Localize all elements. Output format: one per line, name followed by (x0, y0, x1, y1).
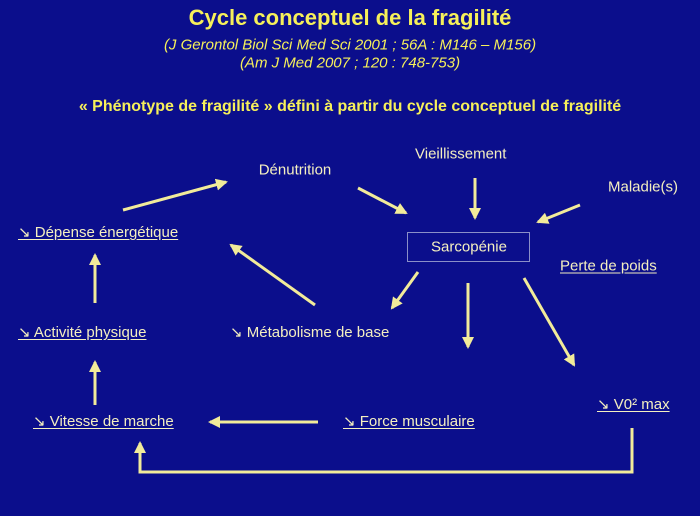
node-perte-de-poids: Perte de poids (560, 257, 657, 275)
node-depense-energetique: ↘ Dépense énergétique (18, 224, 179, 241)
phenotype-subtitle: « Phénotype de fragilité » défini à part… (78, 98, 622, 115)
arrow-metabolisme-to-depense (229, 243, 316, 307)
arrow-sarcopenie-to-metabolisme (390, 271, 420, 310)
node-vitesse-de-marche: ↘ Vitesse de marche (33, 413, 174, 430)
slide-title: Cycle conceptuel de la fragilité (188, 5, 512, 30)
node-maladies: Maladie(s) (608, 178, 679, 196)
node-activite-physique: ↘ Activité physique (18, 324, 147, 341)
node-force-musculaire: ↘ Force musculaire (343, 413, 475, 430)
node-denutrition: Dénutrition (258, 161, 332, 179)
sarcopenie-box (407, 232, 530, 262)
arrow-sarcopenie-to-vo2 (522, 277, 576, 367)
arrow-denutrition-to-sarcopenie (357, 186, 408, 215)
node-metabolisme-de-base: ↘ Métabolisme de base (230, 324, 390, 341)
arrow-maladie-to-sarcopenie (536, 203, 581, 224)
arrow-depense-to-denutrition (122, 178, 228, 212)
node-vo2-max: ↘ V0² max (597, 396, 670, 413)
node-sarcopenie: Sarcopénie (431, 238, 507, 256)
node-vieillissement: Vieillissement (415, 145, 507, 163)
reference-1: (J Gerontol Biol Sci Med Sci 2001 ; 56A … (163, 36, 537, 54)
arrow-vo2-to-vitesse (134, 428, 634, 474)
reference-2: (Am J Med 2007 ; 120 : 748-753) (239, 54, 461, 72)
